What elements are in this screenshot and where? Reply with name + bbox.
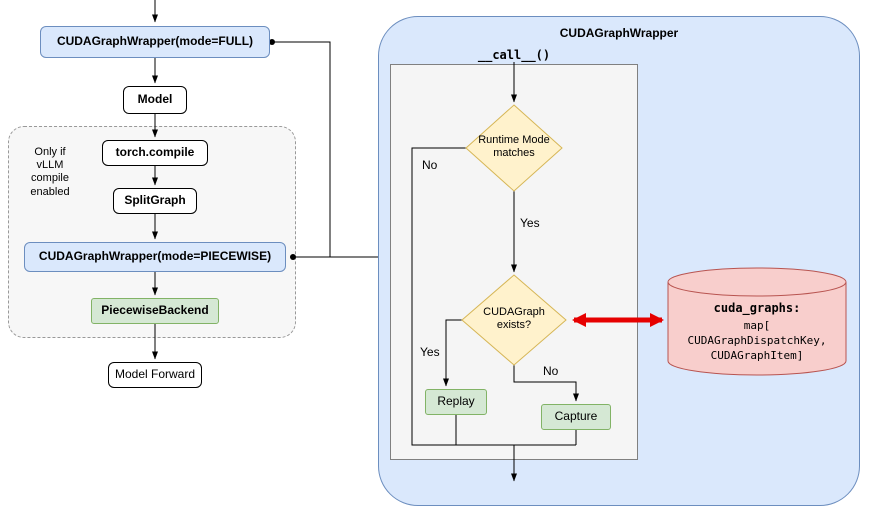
edge-label-yes-mode: Yes — [520, 216, 540, 230]
edge-label-no-exists: No — [543, 364, 559, 378]
store-body: map[ CUDAGraphDispatchKey, CUDAGraphItem… — [687, 319, 827, 362]
store-title: cuda_graphs: — [713, 301, 801, 315]
node-replay: Replay — [425, 389, 487, 415]
node-model-forward: Model Forward — [108, 362, 202, 388]
node-capture: Capture — [541, 404, 611, 430]
node-piecewise-backend: PiecewiseBackend — [91, 298, 219, 324]
cudagraph-exists-label: CUDAGraph exists? — [483, 306, 545, 332]
edge-label-no-mode: No — [422, 158, 438, 172]
node-cudagraphwrapper-full: CUDAGraphWrapper(mode=FULL) — [40, 26, 270, 58]
node-cudagraphwrapper-piecewise: CUDAGraphWrapper(mode=PIECEWISE) — [24, 242, 286, 272]
node-model: Model — [123, 86, 187, 114]
container-title: CUDAGraphWrapper — [559, 26, 679, 40]
compile-note: Only if vLLM compile enabled — [30, 146, 70, 198]
node-torch-compile: torch.compile — [102, 140, 208, 166]
node-split-graph: SplitGraph — [113, 188, 197, 214]
edge-label-yes-exists: Yes — [420, 345, 440, 359]
call-entry-label: __call__() — [477, 48, 551, 62]
runtime-mode-label: Runtime Mode matches — [478, 134, 550, 160]
